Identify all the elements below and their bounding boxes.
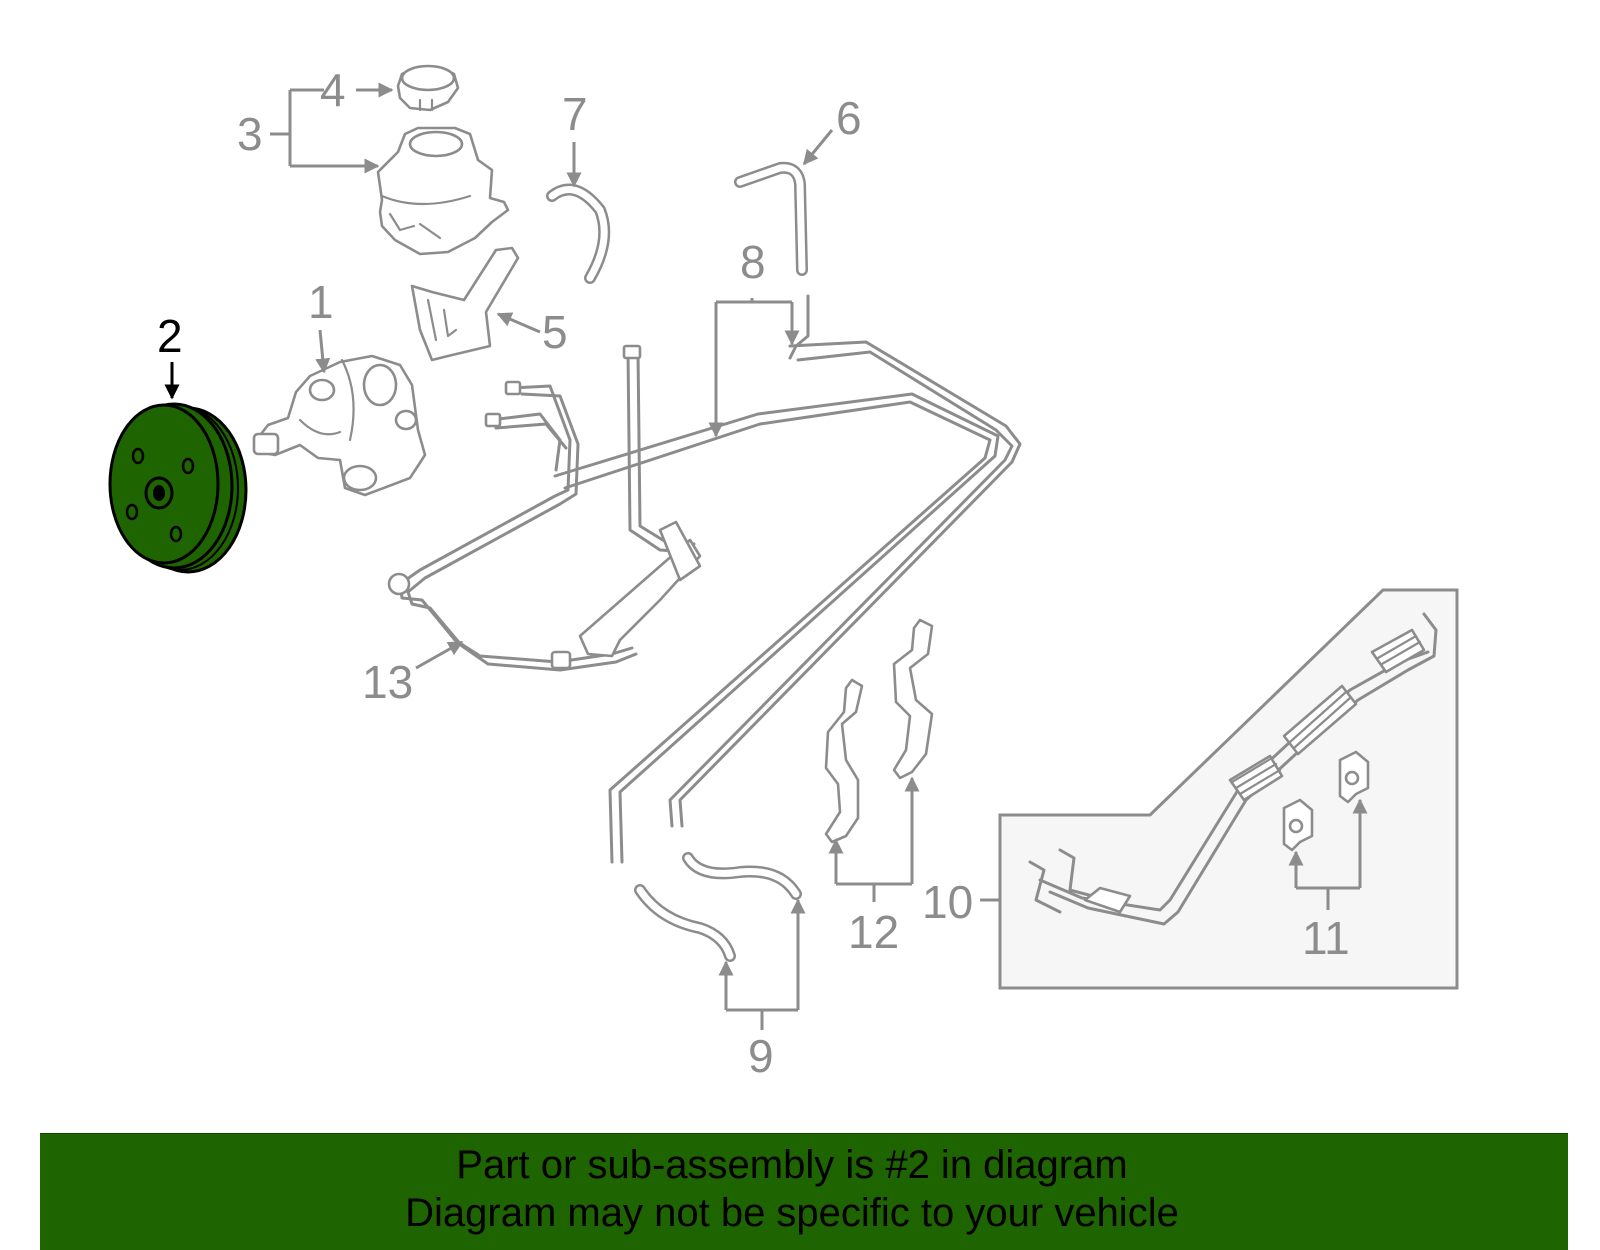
callout-10: 10 <box>922 876 973 928</box>
callout-11: 11 <box>1302 912 1350 964</box>
part-7-hose <box>546 183 611 284</box>
part-4-cap <box>396 64 460 112</box>
part-10-cooler-line-assembly <box>1028 612 1438 926</box>
part-5-bracket <box>410 246 520 362</box>
part-9-hoses <box>634 852 802 962</box>
callout-4: 4 <box>320 64 346 116</box>
info-banner: Part or sub-assembly is #2 in diagram Di… <box>40 1133 1568 1250</box>
part-2-pulley[interactable] <box>108 402 248 574</box>
callout-12: 12 <box>848 906 899 958</box>
part-3-reservoir <box>376 126 510 256</box>
callout-5: 5 <box>542 306 568 358</box>
banner-disclaimer: Diagram may not be specific to your vehi… <box>405 1191 1179 1235</box>
part-13-return-lines <box>387 344 702 672</box>
callout-1: 1 <box>308 276 334 328</box>
part-8-pressure-lines <box>553 294 1022 864</box>
callout-13: 13 <box>362 656 413 708</box>
part-12-brackets <box>824 618 934 844</box>
banner-part-note: Part or sub-assembly is #2 in diagram <box>456 1143 1128 1187</box>
part-1-pump <box>252 354 427 497</box>
callout-8: 8 <box>740 236 766 288</box>
callout-3: 3 <box>237 108 263 160</box>
callout-9: 9 <box>748 1030 774 1082</box>
callout-2[interactable]: 2 <box>157 310 183 362</box>
callout-7: 7 <box>562 88 588 140</box>
leader-lines <box>164 82 1360 1030</box>
part-6-hose <box>734 161 808 276</box>
callout-6: 6 <box>836 92 862 144</box>
